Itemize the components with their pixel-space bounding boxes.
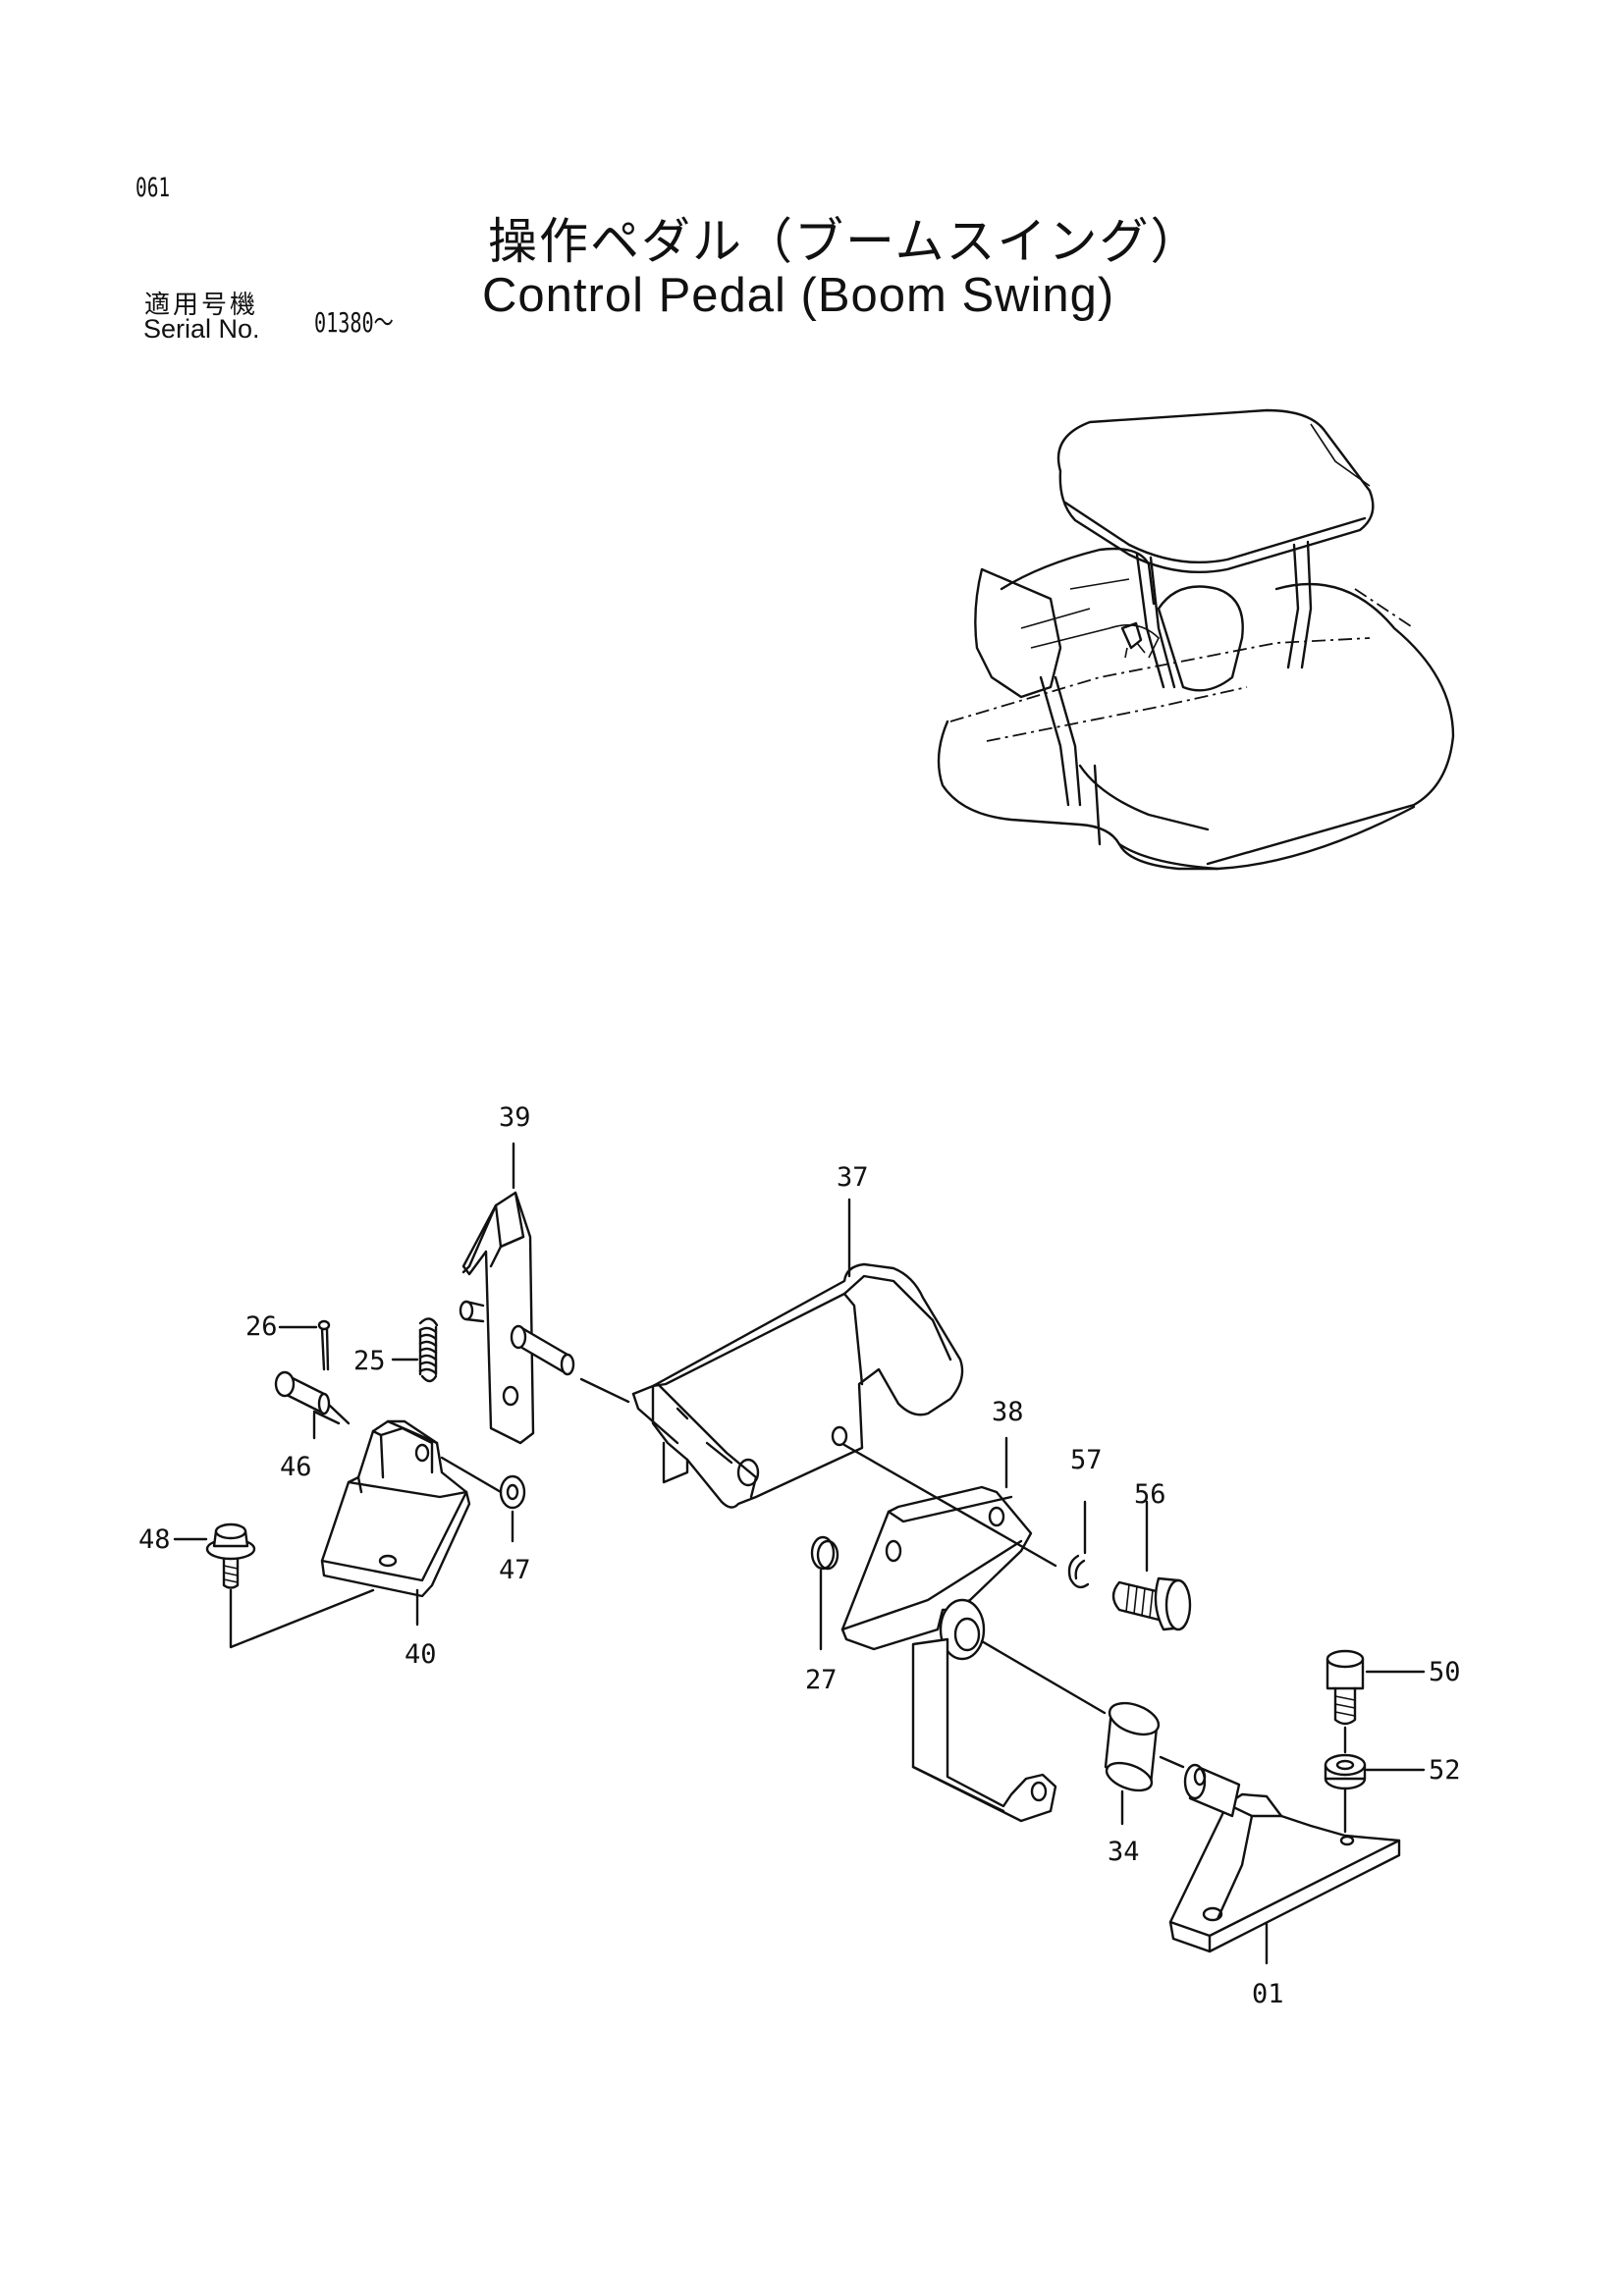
part-37-pedal bbox=[631, 1198, 964, 1509]
label-part-27: 27 bbox=[805, 1665, 838, 1695]
part-26-cotter-pin bbox=[278, 1319, 331, 1371]
part-47-washer bbox=[499, 1474, 526, 1543]
label-part-34: 34 bbox=[1108, 1837, 1140, 1867]
part-50-bolt bbox=[1325, 1649, 1426, 1726]
serial-number-value: 01380～ bbox=[314, 306, 394, 339]
part-56-bolt bbox=[1111, 1500, 1192, 1631]
part-52-nut bbox=[1324, 1753, 1426, 1790]
part-40-bracket bbox=[320, 1419, 471, 1627]
part-38-pedal-arm bbox=[840, 1436, 1057, 1823]
part-57-c-ring bbox=[1067, 1500, 1090, 1589]
machine-location-illustration bbox=[937, 408, 1455, 871]
label-part-46: 46 bbox=[280, 1452, 312, 1482]
label-part-01: 01 bbox=[1252, 1979, 1284, 2009]
label-part-52: 52 bbox=[1429, 1755, 1461, 1786]
part-39-lever bbox=[459, 1142, 575, 1445]
assembly-center-lines bbox=[229, 1377, 1347, 1834]
label-part-39: 39 bbox=[499, 1102, 531, 1133]
label-part-26: 26 bbox=[245, 1311, 278, 1342]
label-part-56: 56 bbox=[1134, 1479, 1166, 1510]
label-part-38: 38 bbox=[992, 1397, 1024, 1427]
label-part-47: 47 bbox=[499, 1555, 531, 1585]
serial-label-english: Serial No. bbox=[143, 314, 260, 344]
part-34-bushing bbox=[1104, 1701, 1161, 1826]
label-part-25: 25 bbox=[353, 1346, 386, 1376]
label-part-48: 48 bbox=[138, 1524, 171, 1555]
page-title-english: Control Pedal (Boom Swing) bbox=[482, 269, 1115, 322]
part-number-labels: 39 37 26 25 46 48 40 47 38 57 56 27 50 5… bbox=[138, 1102, 1461, 2009]
part-27-snap-ring bbox=[810, 1535, 839, 1651]
part-01-mounting-bracket bbox=[1168, 1763, 1401, 1965]
part-48-flange-bolt bbox=[173, 1522, 256, 1589]
part-25-spring bbox=[391, 1317, 439, 1383]
serial-label-japanese: 適用号機 bbox=[144, 291, 259, 320]
part-46-pin bbox=[274, 1370, 351, 1440]
label-part-50: 50 bbox=[1429, 1657, 1461, 1687]
label-part-37: 37 bbox=[837, 1162, 869, 1193]
label-part-40: 40 bbox=[405, 1639, 437, 1670]
label-part-57: 57 bbox=[1070, 1445, 1103, 1475]
page-title-japanese: 操作ペダル（ブームスイング） bbox=[488, 213, 1202, 270]
page-number: 061 bbox=[135, 173, 171, 203]
